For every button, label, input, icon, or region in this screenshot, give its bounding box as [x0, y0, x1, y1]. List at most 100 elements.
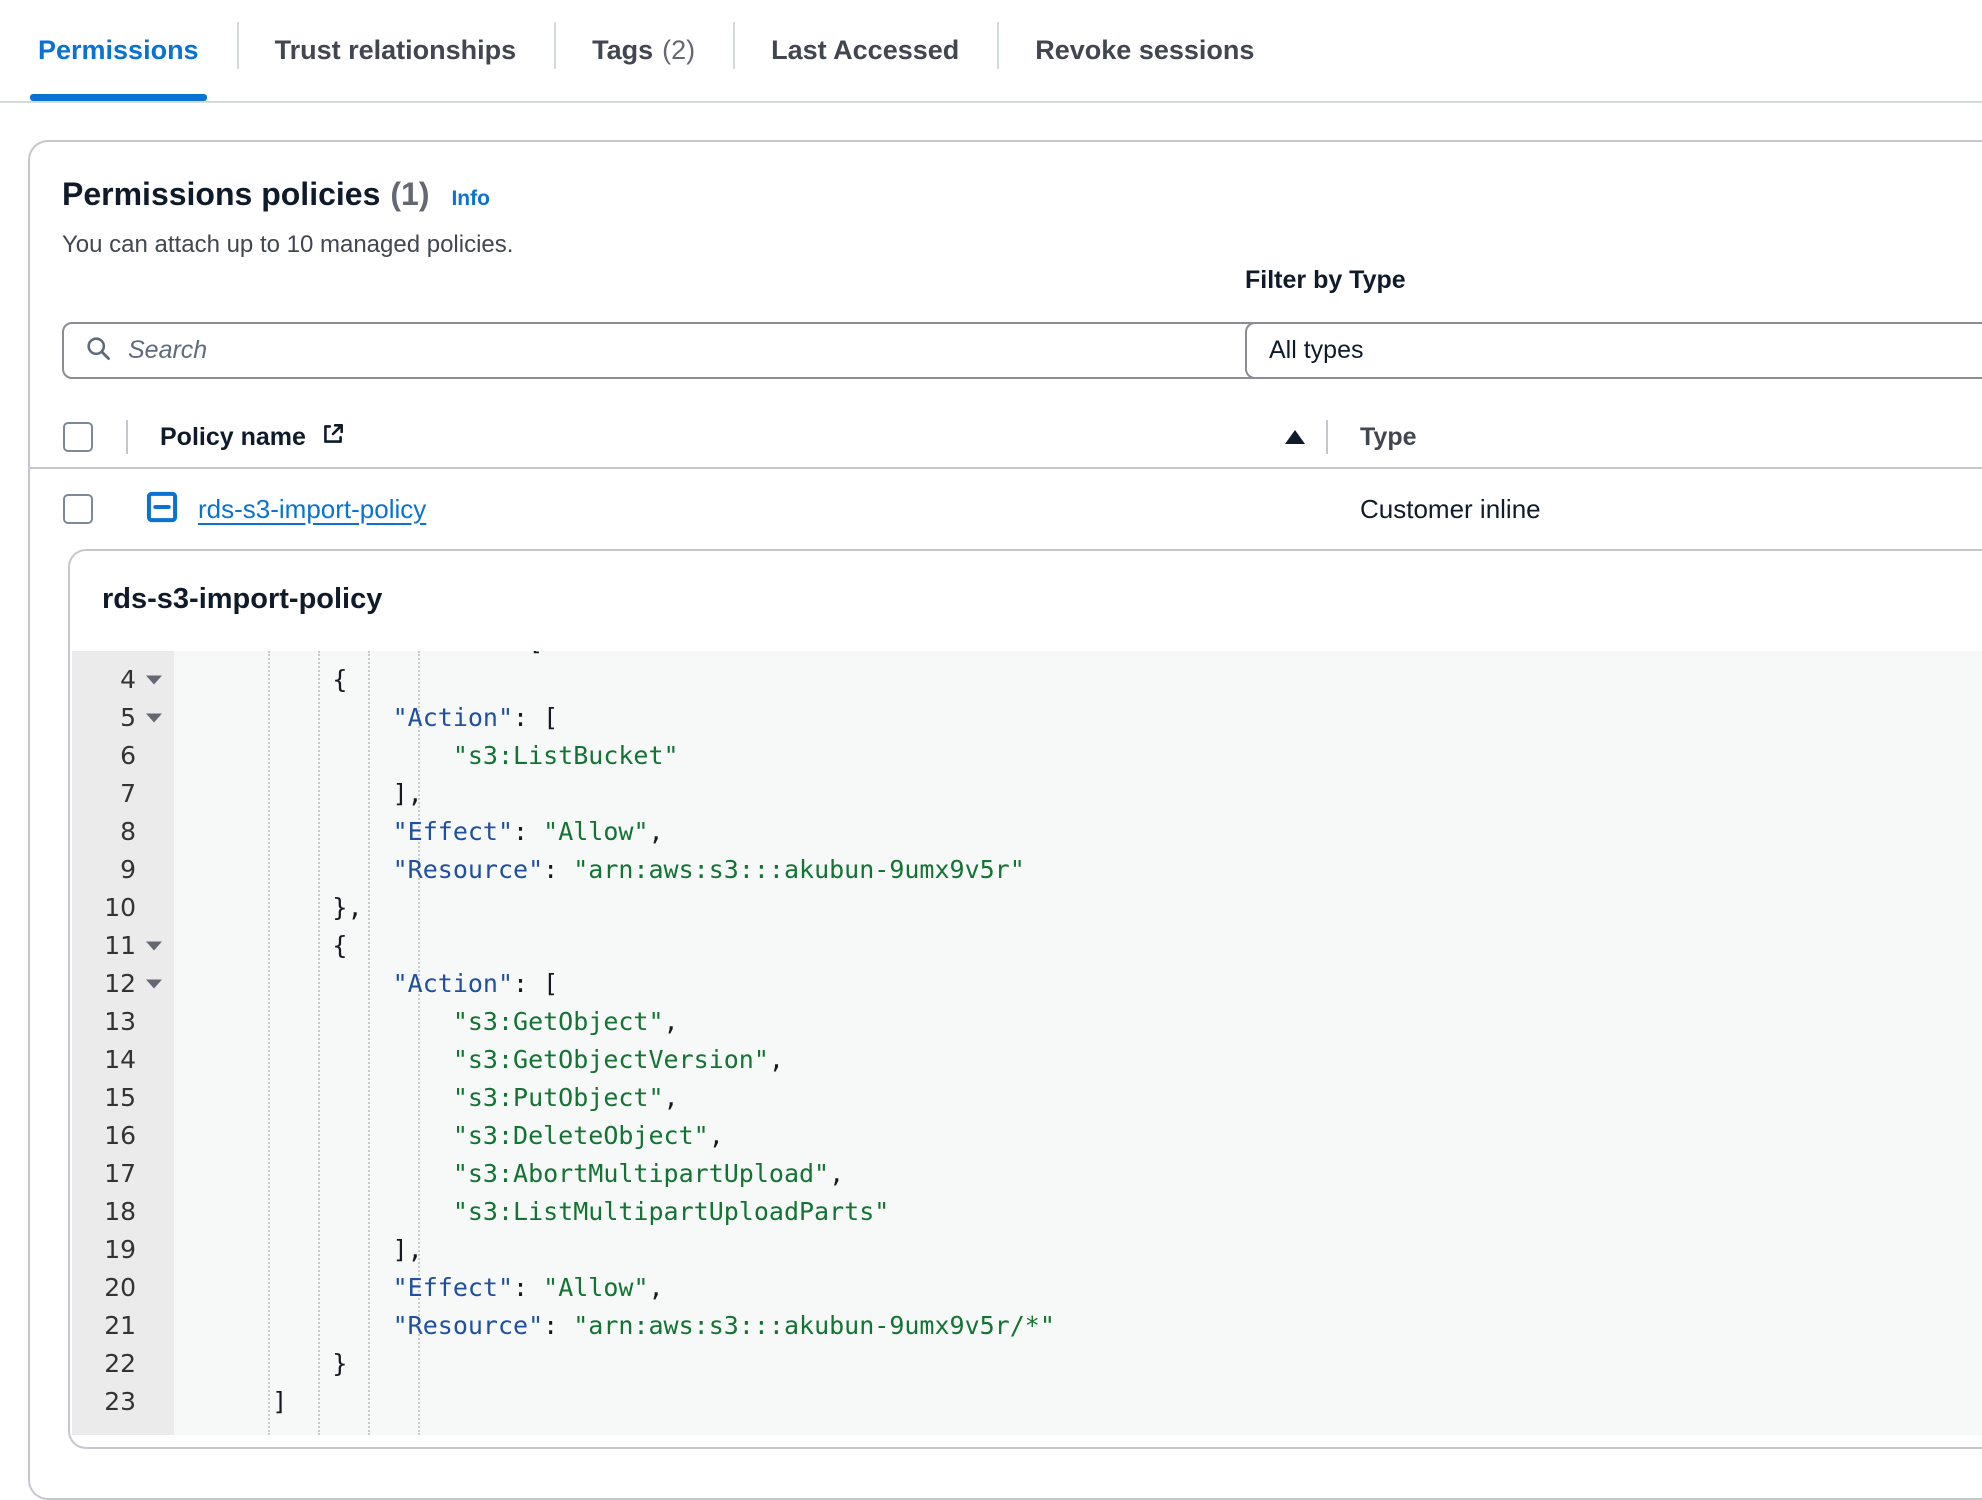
token-punct: : [ [513, 703, 559, 732]
tab-permissions[interactable]: Permissions [0, 0, 237, 101]
token-punct: : [513, 817, 544, 846]
filter-by-type-label: Filter by Type [1245, 266, 1406, 294]
fold-arrow-icon[interactable] [146, 979, 162, 989]
tab-trust-relationships[interactable]: Trust relationships [236, 0, 555, 101]
tab-label: Trust relationships [274, 35, 517, 65]
collapse-minus-icon[interactable] [146, 491, 178, 528]
line-number: 12 [72, 965, 174, 1003]
line-number: 11 [72, 927, 174, 965]
token-punct: : [543, 1311, 574, 1340]
line-code: ], [174, 775, 1982, 813]
column-divider-2 [1326, 420, 1328, 454]
tab-label: Last Accessed [771, 35, 960, 65]
policy-name-cell: rds-s3-import-policy [198, 494, 1328, 525]
line-code: "s3:ListMultipartUploadParts" [174, 1193, 1982, 1231]
line-number: 20 [104, 1273, 136, 1302]
editor-line: 9 "Resource": "arn:aws:s3:::akubun-9umx9… [72, 851, 1982, 889]
editor-line: 21 "Resource": "arn:aws:s3:::akubun-9umx… [72, 1307, 1982, 1345]
tab-tags[interactable]: Tags (2) [554, 0, 733, 101]
line-code: "s3:PutObject", [174, 1079, 1982, 1117]
tab-label: Tags [592, 35, 654, 65]
editor-line: 20 "Effect": "Allow", [72, 1269, 1982, 1307]
token-string: "s3:ListBucket" [212, 741, 679, 770]
token-key: "Statement" [212, 651, 498, 656]
search-icon [84, 334, 112, 367]
tab-count: (2) [662, 35, 696, 65]
token-key: "Resource" [212, 855, 544, 884]
token-string: "s3:GetObject" [212, 1007, 664, 1036]
line-number: 23 [104, 1387, 136, 1416]
line-number: 18 [104, 1197, 136, 1226]
line-code: "s3:DeleteObject", [174, 1117, 1982, 1155]
tab-last-accessed[interactable]: Last Accessed [733, 0, 997, 101]
token-punct: ] [212, 1387, 288, 1416]
token-punct: ], [212, 1235, 423, 1264]
editor-line: 17 "s3:AbortMultipartUpload", [72, 1155, 1982, 1193]
line-code: "Resource": "arn:aws:s3:::akubun-9umx9v5… [174, 851, 1982, 889]
column-divider [126, 420, 128, 454]
filter-type-value: All types [1269, 336, 1364, 364]
line-number: 3 [72, 651, 174, 661]
fold-arrow-icon[interactable] [146, 941, 162, 951]
line-number: 6 [120, 741, 136, 770]
token-punct: , [648, 1273, 664, 1302]
editor-line: 23 ] [72, 1383, 1982, 1421]
line-number: 9 [120, 855, 136, 884]
line-code: "s3:GetObject", [174, 1003, 1982, 1041]
line-code: { [174, 661, 1982, 699]
fold-arrow-icon[interactable] [146, 675, 162, 685]
permissions-policies-container: Permissions policies (1) Info You can at… [28, 140, 1982, 1500]
tab-revoke-sessions[interactable]: Revoke sessions [997, 0, 1292, 101]
column-header-type[interactable]: Type [1360, 422, 1417, 451]
token-punct: : [ [498, 651, 543, 656]
line-number: 13 [104, 1007, 136, 1036]
row-checkbox[interactable] [63, 494, 93, 524]
line-code: "Effect": "Allow", [174, 813, 1982, 851]
token-string: "Allow" [543, 817, 649, 846]
line-number: 21 [104, 1311, 136, 1340]
filter-type-select[interactable]: All types [1245, 322, 1982, 379]
token-string: "arn:aws:s3:::akubun-9umx9v5r" [573, 855, 1025, 884]
line-number: 7 [120, 779, 136, 808]
line-code: "Statement": [ [174, 651, 1982, 661]
token-punct: } [212, 1349, 348, 1378]
policy-detail-title: rds-s3-import-policy [102, 583, 383, 615]
editor-line: 16 "s3:DeleteObject", [72, 1117, 1982, 1155]
token-punct: , [663, 1083, 679, 1112]
token-string: "s3:GetObjectVersion" [212, 1045, 769, 1074]
token-punct: , [768, 1045, 784, 1074]
token-key: "Action" [212, 969, 514, 998]
policy-name-link[interactable]: rds-s3-import-policy [198, 493, 427, 524]
token-string: "s3:PutObject" [212, 1083, 664, 1112]
line-number: 14 [104, 1045, 136, 1074]
sort-ascending-icon[interactable] [1264, 427, 1326, 447]
panel-subtitle: You can attach up to 10 managed policies… [62, 231, 514, 258]
indent-guide-1 [268, 651, 270, 1435]
info-link[interactable]: Info [451, 187, 490, 210]
column-header-policy-name[interactable]: Policy name [128, 421, 1264, 454]
page-title-text: Permissions policies [62, 176, 381, 212]
editor-line: 14 "s3:GetObjectVersion", [72, 1041, 1982, 1079]
editor-line: 3 "Statement": [ [72, 651, 1982, 661]
editor-line: 15 "s3:PutObject", [72, 1079, 1982, 1117]
token-key: "Effect" [212, 817, 514, 846]
token-punct: : [543, 855, 574, 884]
tab-label: Permissions [38, 35, 199, 65]
column-header-policy-name-label: Policy name [160, 422, 306, 451]
select-all-checkbox[interactable] [63, 422, 93, 452]
table-header-row: Policy name Type [30, 407, 1982, 469]
token-key: "Effect" [212, 1273, 514, 1302]
editor-lines: 3 "Statement": [4 {5 "Action": [6 "s3:Li… [72, 651, 1982, 1421]
line-code: } [174, 1345, 1982, 1383]
line-code: }, [174, 889, 1982, 927]
policy-json-editor[interactable]: 3 "Statement": [4 {5 "Action": [6 "s3:Li… [72, 651, 1982, 1435]
policy-count: (1) [390, 176, 430, 212]
panel-header: Permissions policies (1) Info You can at… [62, 176, 513, 259]
row-select-cell [30, 494, 126, 524]
filter-row: Search Filter by Type All types [62, 266, 1982, 382]
line-code: "s3:AbortMultipartUpload", [174, 1155, 1982, 1193]
token-key: "Action" [212, 703, 514, 732]
fold-arrow-icon[interactable] [146, 713, 162, 723]
page-title: Permissions policies (1) Info [62, 176, 513, 213]
